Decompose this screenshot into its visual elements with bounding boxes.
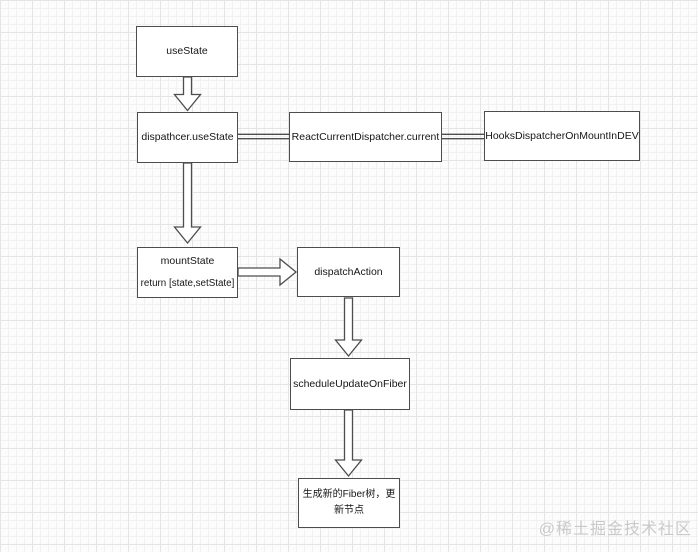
node-react-current-dispatcher-label: ReactCurrentDispatcher.current [291,130,440,143]
node-hooks-dispatcher-label: HooksDispatcherOnMountInDEV [485,129,639,142]
arrow-dispatcher-to-mountstate [173,162,202,245]
arrow-scheduleupdate-to-fiberresult [334,409,363,478]
node-hooks-dispatcher: HooksDispatcherOnMountInDEV [484,111,640,161]
node-dispatcher-usestate-label: dispathcer.useState [141,131,234,144]
node-schedule-update-on-fiber-label: scheduleUpdateOnFiber [293,377,407,390]
node-react-current-dispatcher: ReactCurrentDispatcher.current [289,112,442,162]
node-fiber-result: 生成新的Fiber树，更新节点 [298,478,400,528]
node-dispatch-action: dispatchAction [297,247,400,297]
node-mountstate-sublabel: return [state,setState] [140,277,235,289]
node-fiber-result-label: 生成新的Fiber树，更新节点 [302,489,396,516]
arrow-usestate-to-dispatcher [173,76,202,112]
node-dispatcher-usestate: dispathcer.useState [137,112,238,163]
watermark: @稀土掘金技术社区 [538,521,692,538]
connector-react-current-to-hooks-dispatcher [442,133,485,140]
node-usestate: useState [136,26,238,77]
node-dispatch-action-label: dispatchAction [314,265,383,278]
node-schedule-update-on-fiber: scheduleUpdateOnFiber [290,358,410,410]
node-usestate-label: useState [166,45,208,58]
node-mountstate: mountState return [state,setState] [137,247,238,298]
arrow-mountstate-to-dispatchaction [237,257,298,287]
node-mountstate-label: mountState [160,255,215,267]
arrow-dispatchaction-to-scheduleupdate [334,297,363,358]
connector-dispatcher-to-react-current [238,133,290,140]
